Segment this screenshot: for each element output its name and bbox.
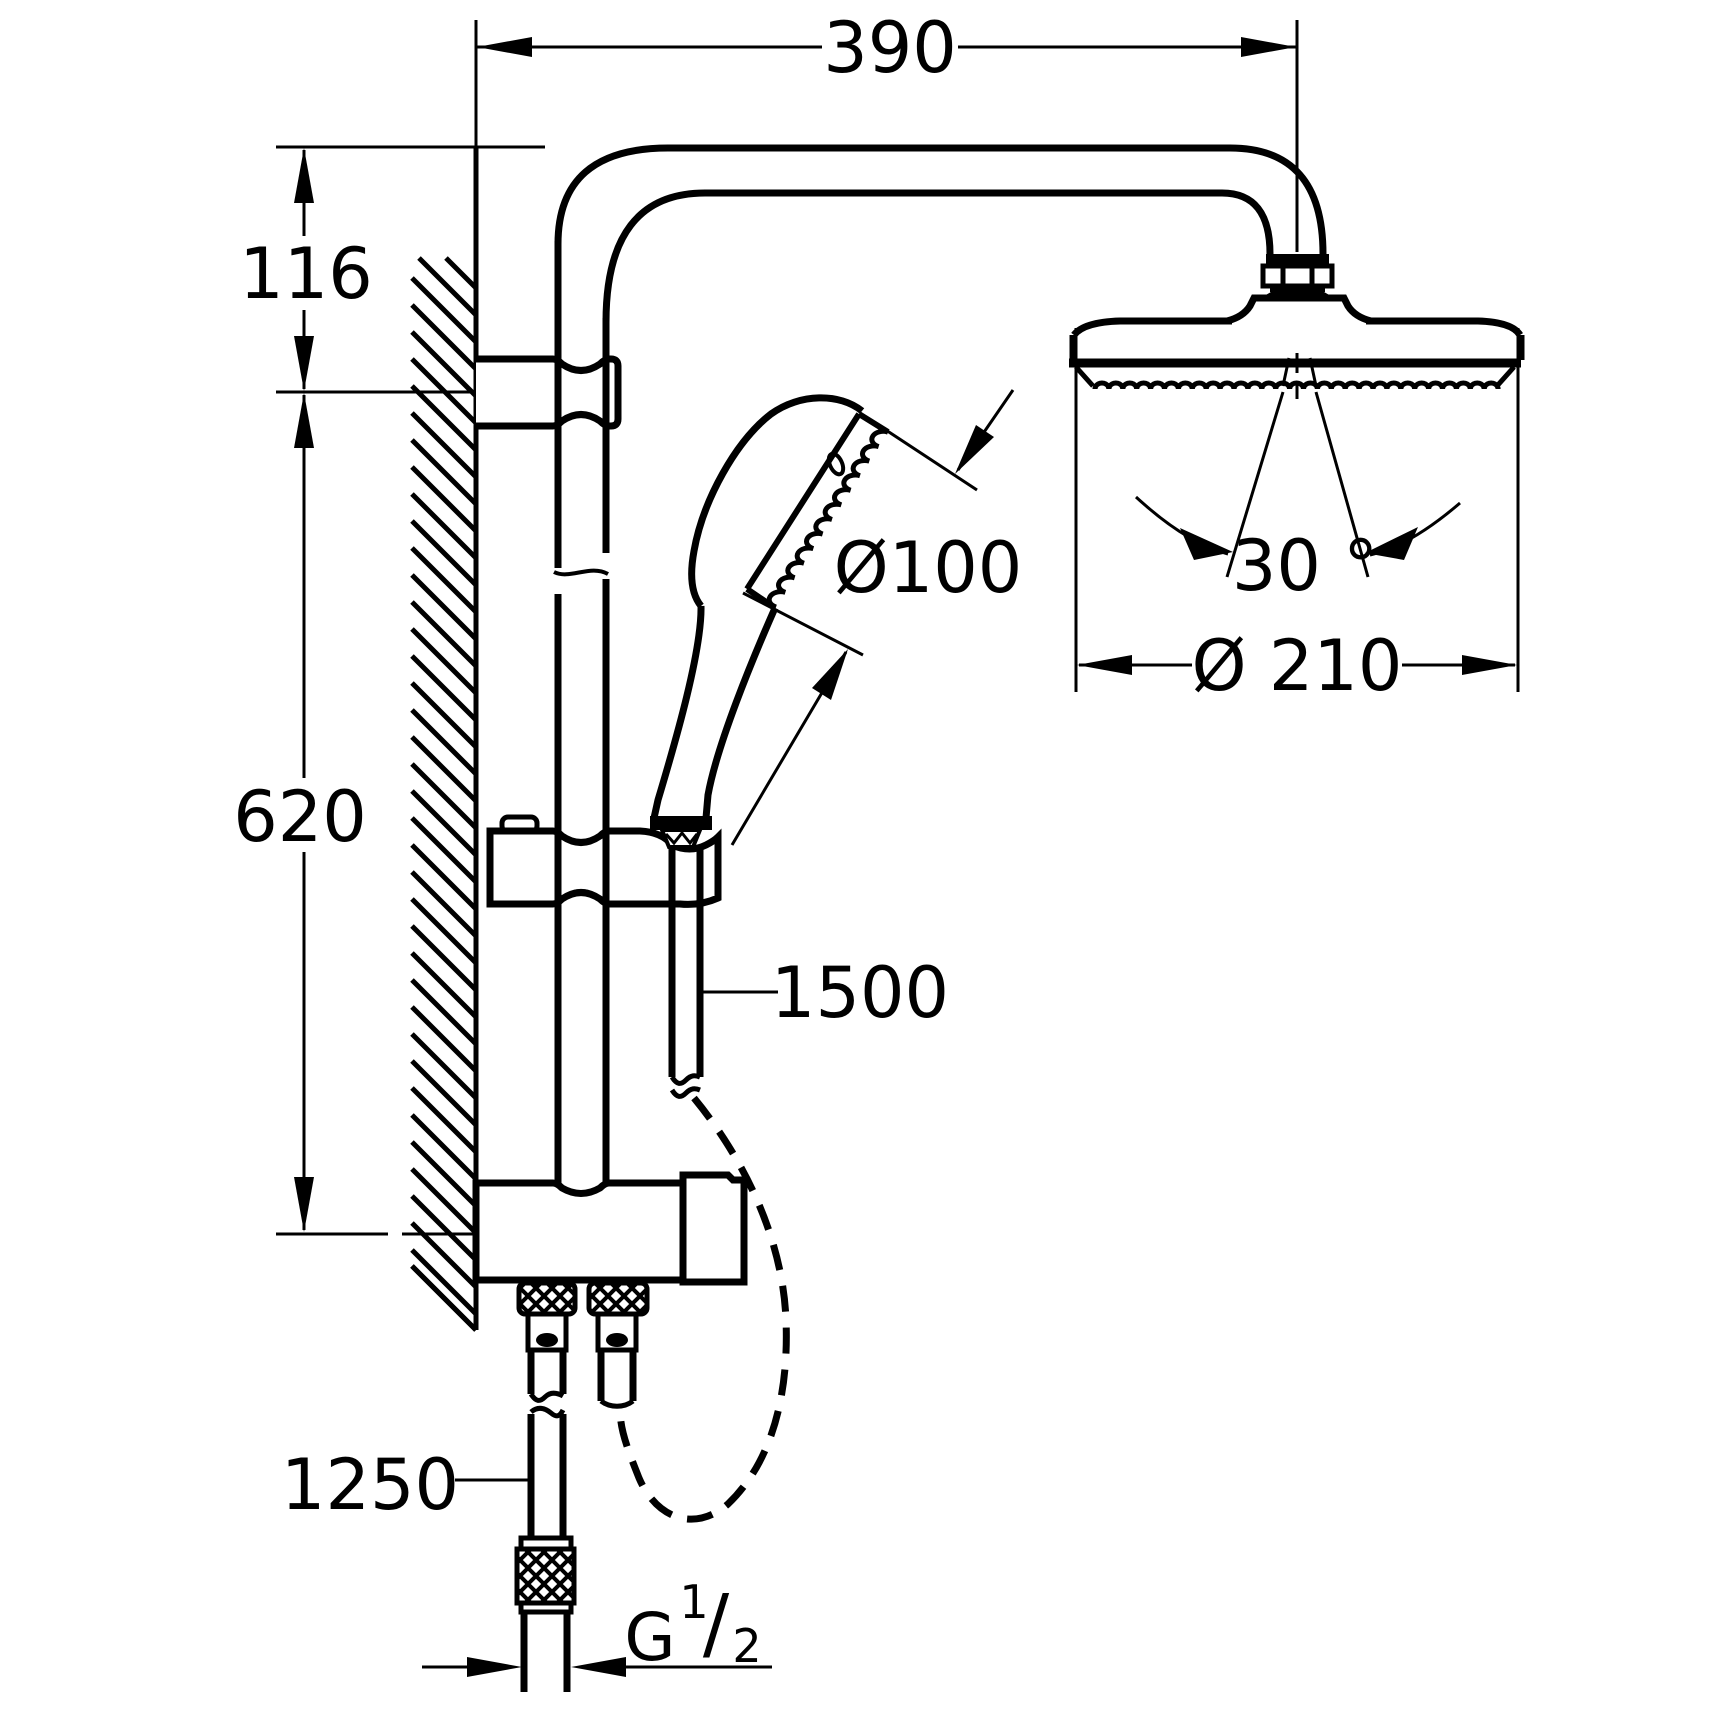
spray-face <box>1092 380 1501 390</box>
inlet-hose-left <box>527 1414 567 1538</box>
hand-shower <box>650 394 890 849</box>
dim-label-thread-slash: / <box>703 1579 730 1669</box>
arm-nut-ring <box>1266 254 1329 266</box>
hose-dashed-loop <box>616 1095 790 1523</box>
dim-label-angle: 30 ° <box>1232 525 1378 607</box>
dim-label-390: 390 <box>823 7 957 89</box>
riser-pipe <box>553 241 610 1183</box>
dim-label-hand-diameter: Ø100 <box>834 527 1023 609</box>
arm-nut-hex <box>1260 263 1335 289</box>
grip-end-cap <box>650 816 712 830</box>
dim-label-thread-1: 1 <box>679 1575 708 1629</box>
knurled-nut-left <box>516 1280 578 1317</box>
hand-spray-face <box>766 428 889 610</box>
dim-label-1250: 1250 <box>281 1444 459 1526</box>
inlet-connections <box>516 1280 650 1538</box>
shower-arm <box>554 144 1327 323</box>
knurled-nut-right <box>586 1280 650 1317</box>
knurled-coupling <box>514 1546 577 1606</box>
valve-cap <box>679 1171 748 1286</box>
wall-hatching <box>410 256 478 1332</box>
dim-label-thread-g: G <box>624 1599 675 1676</box>
head-mount <box>1226 294 1372 325</box>
mixer-valve <box>472 1171 748 1286</box>
wall-bracket <box>476 355 622 430</box>
shower-hose <box>616 847 790 1523</box>
dim-label-1500: 1500 <box>771 952 949 1034</box>
connection-pipe <box>520 1612 571 1692</box>
dim-label-116: 116 <box>239 233 373 315</box>
dim-label-thread-2: 2 <box>732 1619 761 1673</box>
dim-label-620: 620 <box>233 776 367 858</box>
bottom-connector <box>514 1535 577 1692</box>
dimension-lines <box>276 20 1520 1677</box>
overhead-shower <box>1069 254 1525 390</box>
dim-label-head-diameter: Ø 210 <box>1192 625 1403 707</box>
dimension-labels: 390 116 620 Ø100 30 ° Ø 210 1500 1250 G … <box>233 7 1402 1676</box>
